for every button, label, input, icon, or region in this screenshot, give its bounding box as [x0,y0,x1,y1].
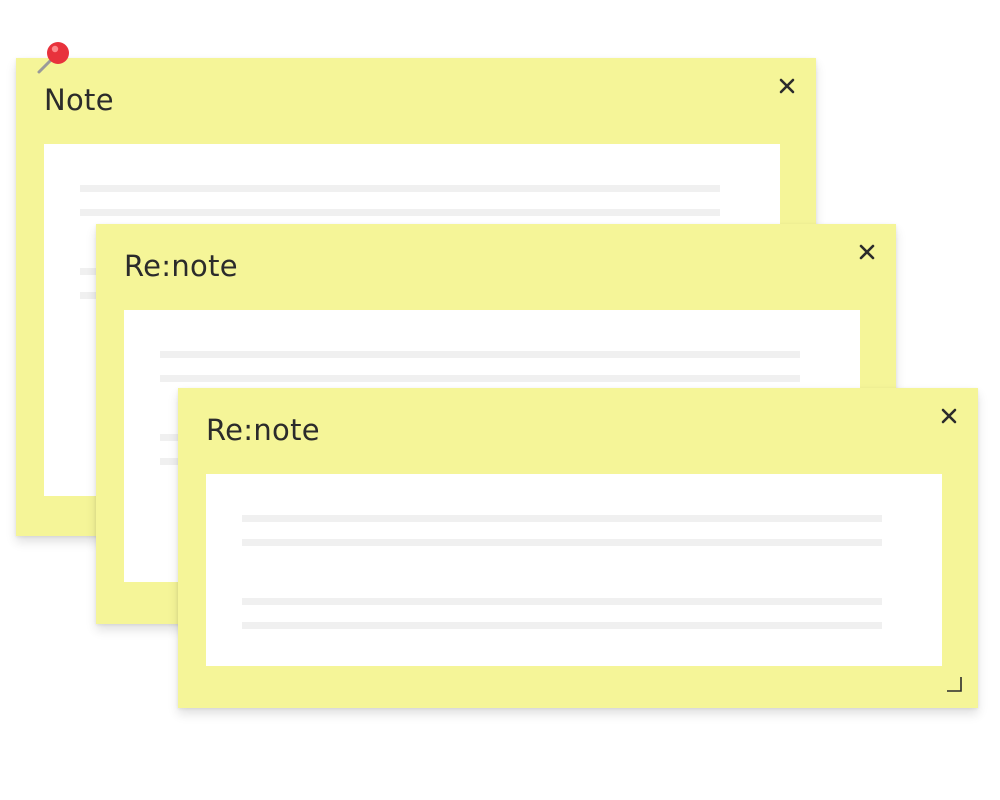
close-icon [859,244,875,260]
pushpin-icon [37,42,69,74]
close-button[interactable] [858,243,876,261]
placeholder-line [160,351,800,358]
placeholder-line [242,598,882,605]
placeholder-line [80,185,720,192]
pushpin [36,40,74,76]
note-window-3[interactable]: Re:note [178,388,978,708]
close-icon [941,408,957,424]
note-title: Re:note [124,249,238,283]
placeholder-line [242,515,882,522]
close-button[interactable] [778,77,796,95]
resize-handle[interactable] [946,676,962,692]
close-button[interactable] [940,407,958,425]
note-content-area[interactable] [206,474,942,666]
note-title: Re:note [206,413,320,447]
placeholder-line [242,622,882,629]
placeholder-line [242,539,882,546]
resize-corner-icon [947,677,962,692]
placeholder-line [80,209,720,216]
close-icon [779,78,795,94]
placeholder-line [160,375,800,382]
note-title: Note [44,83,114,117]
